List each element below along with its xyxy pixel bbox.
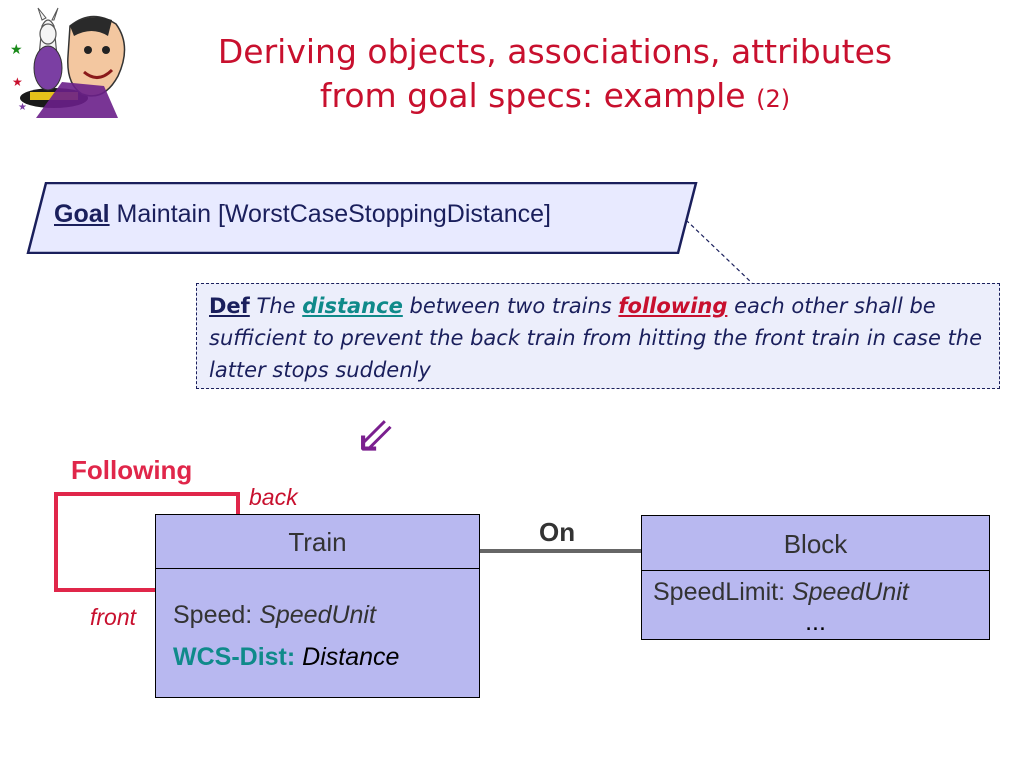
train-class-box: Train Speed: SpeedUnit WCS-Dist: Distanc… (155, 514, 480, 698)
def-text-3: each other shall be sufficient to preven… (209, 294, 983, 382)
role-front: front (90, 604, 137, 630)
svg-text:★: ★ (10, 41, 23, 57)
on-association-label: On (539, 517, 576, 547)
train-attr-speed: Speed: SpeedUnit (173, 601, 376, 629)
goal-parallelogram (26, 182, 698, 254)
block-class-name: Block (783, 529, 848, 559)
following-association-line (54, 492, 240, 592)
def-distance-term: distance (302, 294, 403, 318)
train-class-name: Train (288, 527, 347, 557)
def-following-term: following (618, 294, 728, 318)
svg-text:★: ★ (18, 102, 27, 113)
block-attr-ellipsis: ... (805, 608, 826, 636)
derivation-arrow-icon: ⇙ (354, 406, 396, 464)
goal-name: Maintain [WorstCaseStoppingDistance] (109, 200, 551, 228)
role-back: back (249, 484, 298, 510)
goal-keyword: Goal (54, 200, 110, 228)
block-class-divider (642, 570, 989, 571)
def-text-2: between two trains (402, 294, 619, 318)
svg-text:★: ★ (12, 75, 23, 89)
def-keyword: Def (209, 294, 250, 318)
block-attr-speedlimit: SpeedLimit: SpeedUnit (653, 578, 909, 606)
goal-statement: Goal Maintain [WorstCaseStoppingDistance… (54, 200, 551, 229)
train-class-divider (156, 568, 479, 569)
title-line1: Deriving objects, associations, attribut… (217, 32, 893, 71)
goal-def-connector (685, 219, 753, 284)
definition-box: Def The distance between two trains foll… (196, 283, 1000, 389)
title-line2: from goal specs: example (319, 76, 746, 115)
slide-title: Deriving objects, associations, attribut… (150, 30, 960, 121)
following-association-label: Following (71, 455, 193, 485)
wizard-logo-icon: ★ ★ ★ (10, 7, 126, 118)
train-attr-wcs-dist: WCS-Dist: Distance (173, 643, 400, 671)
block-class-box: Block SpeedLimit: SpeedUnit ... (641, 515, 990, 640)
def-text-1: The (249, 294, 303, 318)
title-suffix: (2) (756, 85, 791, 113)
